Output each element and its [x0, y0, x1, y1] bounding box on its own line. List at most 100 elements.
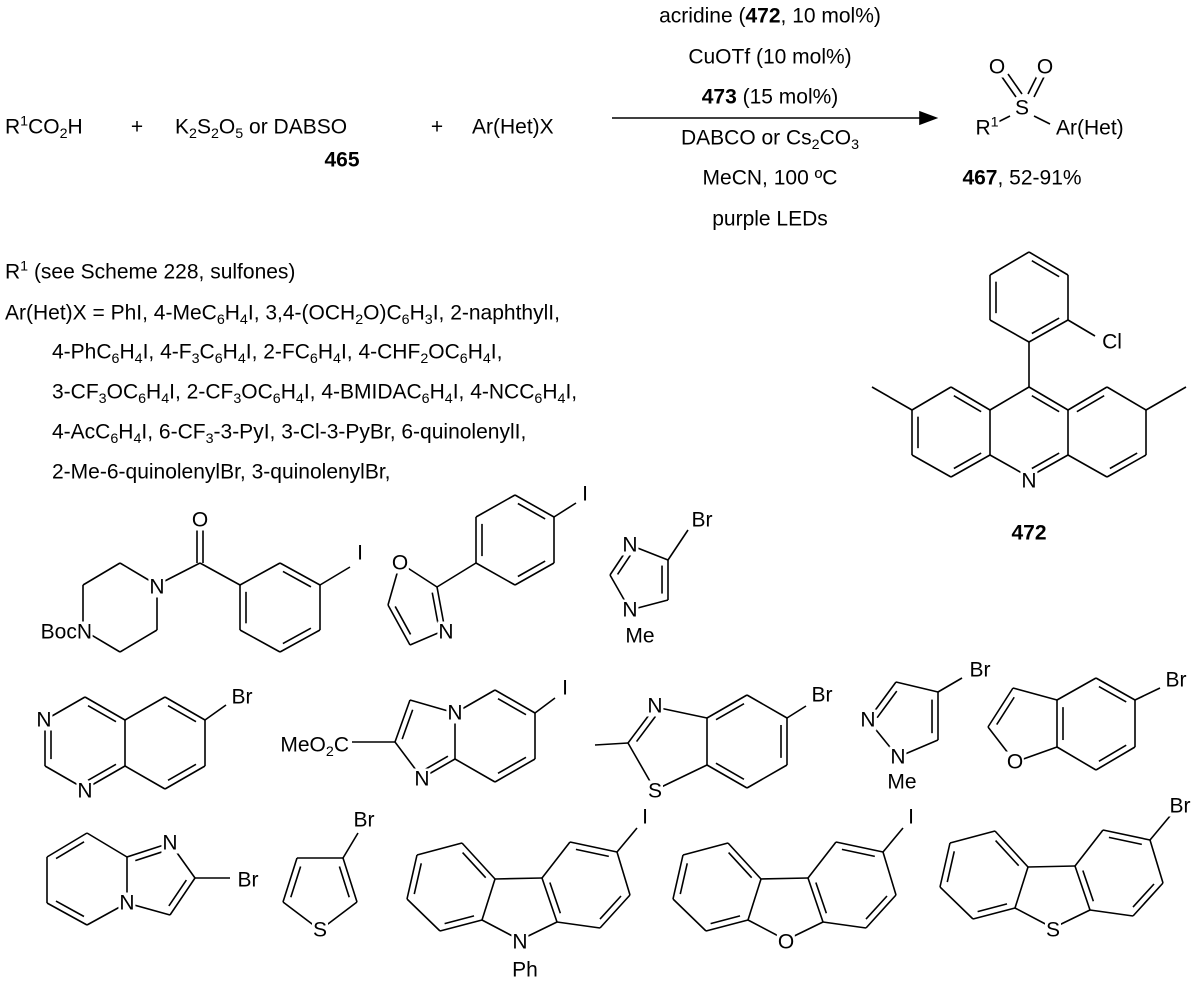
scope-line: 3-CF3OC6H4I, 2-CF3OC6H4I, 4-BMIDAC6H4I, … — [52, 380, 578, 407]
bond — [882, 827, 904, 853]
bond — [1033, 76, 1045, 98]
bond — [282, 627, 312, 645]
bond — [1031, 259, 1060, 278]
bond — [1027, 865, 1076, 868]
bond — [556, 921, 601, 929]
bond — [946, 851, 956, 883]
bond — [46, 902, 88, 926]
sulfonyl-oxygen: O — [987, 55, 1007, 79]
bond — [672, 898, 707, 932]
bond — [1149, 839, 1164, 884]
bond — [977, 903, 1008, 913]
iodine-atom: I — [641, 805, 649, 829]
bond — [406, 854, 418, 900]
iodine-atom: I — [356, 541, 364, 565]
bond — [454, 758, 496, 783]
bond — [950, 454, 991, 478]
thiophene-sulfur: S — [1044, 918, 1062, 942]
quinazoline-nitrogen: N — [76, 779, 94, 803]
bond — [494, 877, 543, 880]
bond — [1095, 677, 1136, 701]
bond — [1028, 319, 1069, 343]
plus-sign: + — [130, 115, 144, 139]
bond — [616, 827, 638, 853]
bond — [439, 919, 483, 932]
phenyl-group: Ph — [511, 958, 539, 982]
bond — [541, 877, 558, 923]
thiazole-nitrogen: N — [646, 694, 664, 718]
r1-group: R1 — [974, 114, 1000, 140]
bond — [1067, 386, 1108, 411]
bond — [706, 694, 748, 719]
furan-oxygen: O — [776, 930, 796, 954]
bond — [494, 689, 536, 714]
bond — [939, 842, 951, 888]
bond — [461, 842, 496, 880]
bond — [835, 841, 884, 853]
bond — [995, 839, 1020, 867]
bond — [497, 697, 527, 716]
bromine-atom: Br — [236, 868, 260, 892]
bond — [1132, 883, 1155, 908]
bond — [119, 629, 158, 653]
methyl-group: Me — [624, 624, 656, 648]
quinazoline-nitrogen: N — [35, 708, 53, 732]
condition-line: 473 (15 mol%) — [701, 85, 839, 109]
thiophene-sulfur: S — [311, 918, 329, 942]
bond — [1098, 685, 1127, 703]
bond — [937, 677, 963, 693]
bond — [1067, 454, 1108, 478]
bond — [1012, 687, 1058, 701]
bond — [497, 756, 527, 775]
bond — [164, 696, 206, 721]
bond — [1056, 677, 1097, 701]
bond — [239, 562, 281, 586]
bond — [997, 115, 1011, 123]
bond — [972, 907, 1016, 920]
bond — [424, 755, 449, 771]
bond — [342, 832, 359, 859]
bond — [1028, 251, 1069, 276]
bond — [169, 877, 196, 916]
bond — [747, 878, 762, 921]
product-caption: 467, 52-91% — [962, 166, 1082, 190]
condition-line: CuOTf (10 mol%) — [688, 45, 852, 69]
bond — [746, 694, 788, 719]
bond — [569, 841, 618, 853]
bond — [950, 386, 991, 411]
condition-line: purple LEDs — [712, 207, 828, 231]
bond — [553, 502, 577, 518]
bond — [616, 552, 633, 575]
bond — [710, 915, 741, 925]
bond — [1074, 865, 1091, 911]
bond — [939, 886, 974, 920]
bond — [1145, 386, 1187, 411]
bond — [199, 562, 241, 586]
bond — [953, 394, 982, 413]
carbazole-nitrogen: N — [511, 930, 529, 954]
bond — [534, 697, 556, 714]
bond — [1014, 866, 1029, 909]
bond — [387, 604, 411, 646]
bond — [987, 687, 1014, 728]
bond — [494, 758, 536, 783]
bond — [807, 877, 824, 923]
bond — [1106, 454, 1147, 478]
plus-sign: + — [430, 115, 444, 139]
condition-line: acridine (472, 10 mol%) — [659, 4, 881, 28]
imidazole-nitrogen: N — [161, 831, 179, 855]
bond — [575, 848, 609, 858]
bond — [1033, 115, 1051, 125]
bond — [841, 848, 875, 858]
pyrazole-nitrogen: N — [859, 708, 877, 732]
bond — [728, 851, 753, 879]
bond — [1007, 73, 1023, 95]
bond — [55, 900, 85, 918]
bromine-atom: Br — [690, 508, 714, 532]
bond — [1106, 386, 1147, 411]
bond — [1001, 76, 1017, 98]
bond — [1134, 687, 1161, 701]
bond — [1074, 829, 1104, 867]
bond — [87, 704, 117, 723]
